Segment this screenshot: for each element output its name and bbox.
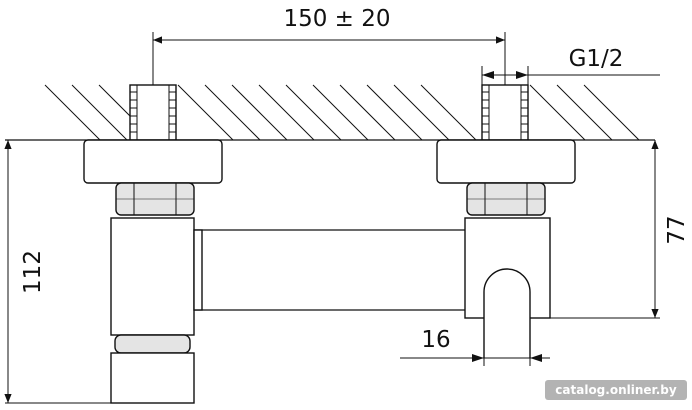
outlet-spout xyxy=(483,268,531,358)
connecting-bar xyxy=(193,229,465,311)
dimension-spacing xyxy=(152,32,506,85)
left-hex-nut xyxy=(115,182,195,216)
spacing-label: 150 ± 20 xyxy=(283,6,390,32)
dimension-thread xyxy=(481,66,660,85)
right-threaded-pipe xyxy=(481,84,529,141)
left-threaded-pipe xyxy=(129,84,177,141)
outlet-diameter-label: 16 xyxy=(421,327,450,353)
bottom-handle xyxy=(110,352,195,404)
right-escutcheon xyxy=(436,139,576,184)
outlet-height-label: 77 xyxy=(664,215,690,244)
dimension-outlet-height xyxy=(550,140,660,319)
watermark-text: catalog.onliner.by xyxy=(555,383,677,397)
thread-label: G1/2 xyxy=(569,46,624,72)
watermark: catalog.onliner.by xyxy=(545,380,687,400)
total-height-label: 112 xyxy=(20,250,46,294)
left-escutcheon xyxy=(83,139,223,184)
wall-hatching xyxy=(44,84,640,141)
left-mixer-body xyxy=(110,217,195,336)
lever-ring xyxy=(114,334,191,354)
dimension-total-height xyxy=(4,139,111,404)
dimension-outlet-diameter xyxy=(400,354,550,366)
right-hex-nut xyxy=(466,182,546,216)
